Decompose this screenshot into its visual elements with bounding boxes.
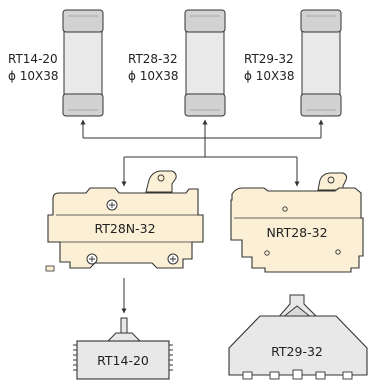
holder-clip-lever <box>145 170 177 193</box>
fuse-2-model-label: RT28-32 <box>128 52 178 66</box>
base-body <box>228 315 368 376</box>
fuse-1-model-label: RT14-20 <box>8 52 58 66</box>
connector-lines <box>80 119 324 314</box>
fuse-link-3 <box>300 9 342 117</box>
holder-rt28n-32: RT28N-32 <box>45 170 204 272</box>
holder-nrt28-32: NRT28-32 <box>230 172 364 273</box>
fuse-1-size-label: ϕ 10X38 <box>8 69 59 83</box>
fuse-link-2 <box>184 9 226 117</box>
base-2-model-label: RT29-32 <box>271 344 323 359</box>
fuse-link-1 <box>62 9 104 117</box>
base-1-model-label: RT14-20 <box>97 353 149 368</box>
base-body <box>76 340 170 380</box>
fuse-cap-bottom <box>62 93 104 117</box>
fuse-2-size-label: ϕ 10X38 <box>128 69 179 83</box>
fuse-cap-bottom <box>300 93 342 117</box>
fuse-cap-bottom <box>184 93 226 117</box>
fuse-cap-top <box>184 9 226 33</box>
base-rt29-32: RT29-32 <box>228 294 368 380</box>
holder-2-model-label: NRT28-32 <box>266 225 327 240</box>
fuse-cap-top <box>62 9 104 33</box>
holder-body <box>230 187 364 273</box>
holder-clip-lever <box>317 172 348 191</box>
holder-body <box>47 187 204 269</box>
fuse-cap-top <box>300 9 342 33</box>
fuse-3-size-label: ϕ 10X38 <box>244 69 295 83</box>
base-rt14-20: RT14-20 <box>73 317 173 380</box>
fuse-3-model-label: RT29-32 <box>244 52 294 66</box>
holder-1-model-label: RT28N-32 <box>94 221 155 236</box>
